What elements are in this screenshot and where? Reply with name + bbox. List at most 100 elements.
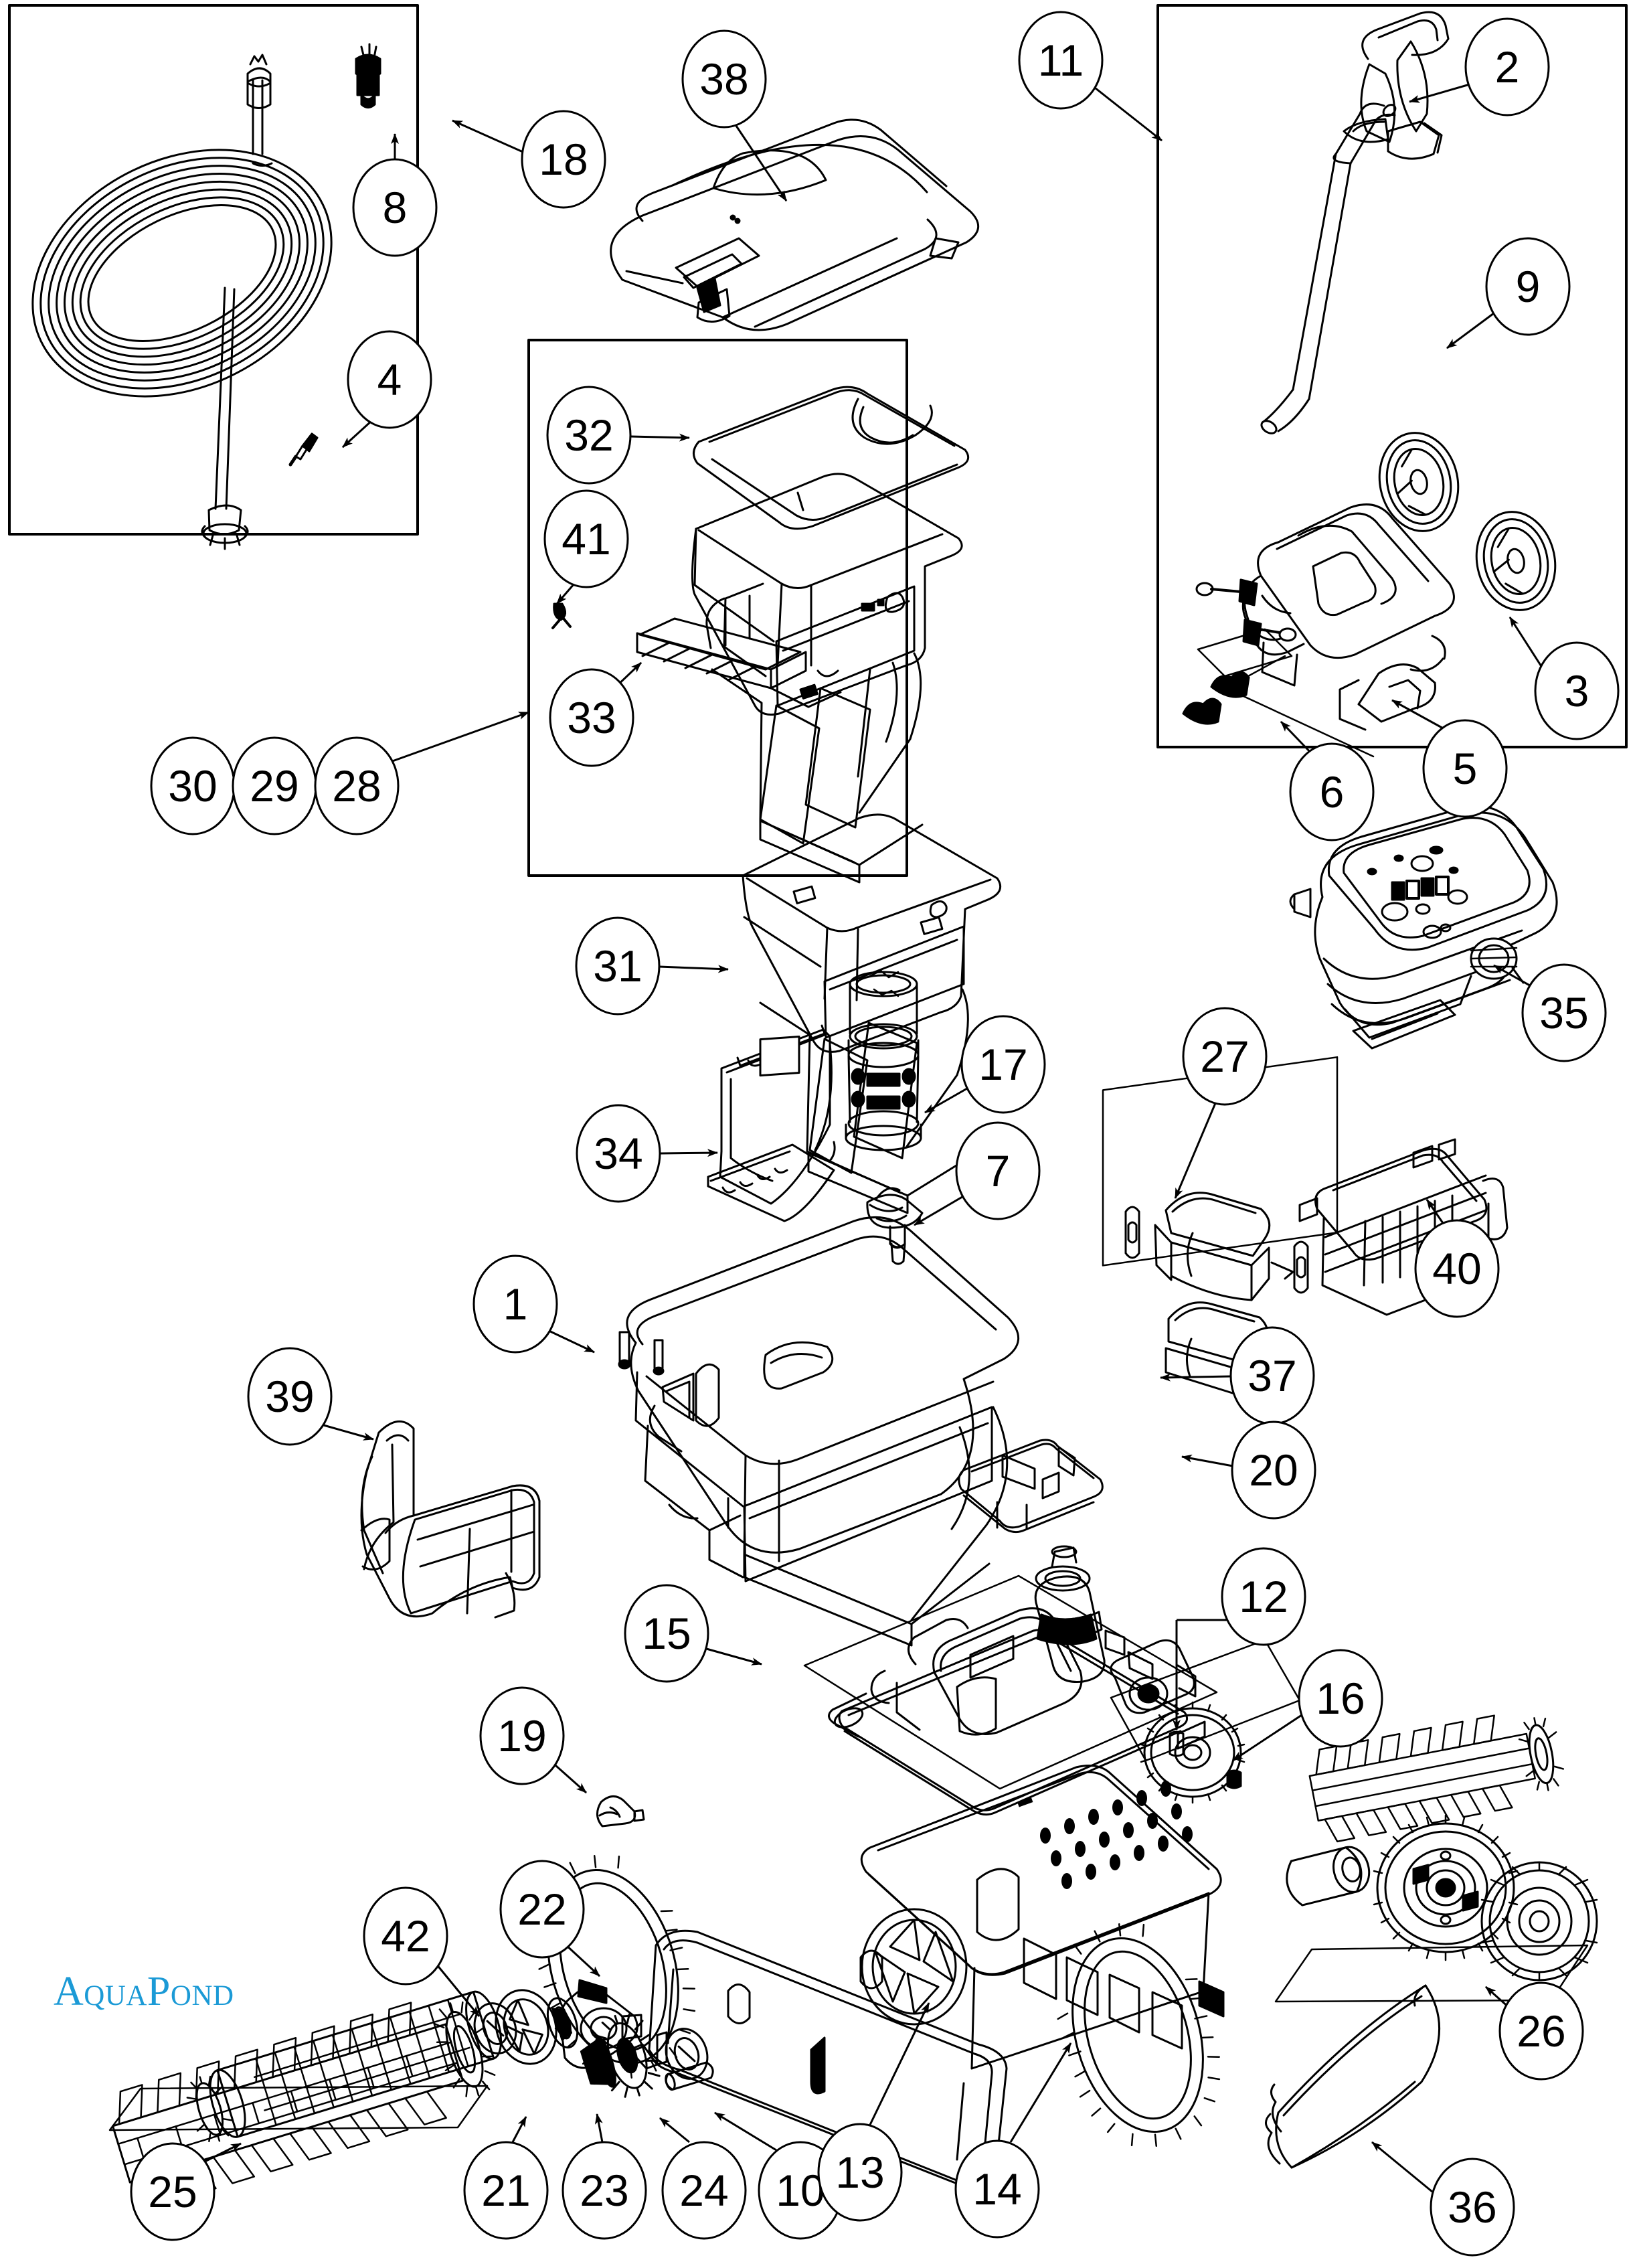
callout-number: 24 [679,2166,728,2215]
callout-bubble [479,1686,565,1785]
callout-bubble [1298,1649,1383,1748]
top-lid-cover [610,118,980,331]
callout-6[interactable]: 6 [1289,742,1375,841]
water-deflector-blade [1265,1984,1441,2169]
callout-31[interactable]: 31 [575,916,661,1016]
callout-bubble [1182,1007,1268,1106]
callout-42[interactable]: 42 [363,1886,448,1986]
callout-number: 13 [835,2148,884,2197]
callout-29[interactable]: 29 [232,736,317,835]
brand-logo: AquaPond [54,1969,234,2014]
callout-number: 41 [562,514,610,564]
callout-32[interactable]: 32 [546,386,632,485]
callout-bubble [1521,963,1607,1062]
callout-bubble [352,158,438,257]
callout-bubble [1221,1547,1306,1646]
leader-lines [200,83,1545,2193]
callout-21[interactable]: 21 [463,2141,549,2240]
callout-28[interactable]: 28 [314,736,400,835]
callout-number: 34 [594,1129,642,1178]
callout-2[interactable]: 2 [1464,17,1550,116]
callout-12[interactable]: 12 [1221,1547,1306,1646]
callout-16[interactable]: 16 [1298,1649,1383,1748]
callout-bubble [1289,742,1375,841]
callout-bubble [954,2139,1040,2239]
callout-1[interactable]: 1 [472,1254,558,1354]
floating-cable-coil [31,54,333,550]
front-bumper [360,1420,541,1619]
callout-40[interactable]: 40 [1414,1219,1500,1318]
callout-36[interactable]: 36 [1430,2158,1515,2257]
drive-track [1057,1923,1221,2148]
callout-number: 29 [250,761,298,811]
callout-8[interactable]: 8 [352,158,438,257]
side-panel [707,1024,836,1222]
filter-flap-grid [636,617,842,708]
screws [618,1331,665,1376]
callout-18[interactable]: 18 [521,110,606,209]
callout-15[interactable]: 15 [624,1584,709,1683]
callout-26[interactable]: 26 [1498,1981,1584,2081]
callout-22[interactable]: 22 [499,1860,585,1959]
callout-number: 7 [986,1146,1011,1196]
callout-number: 27 [1200,1032,1249,1081]
callout-3[interactable]: 3 [1534,641,1620,740]
connector-plug-8 [355,43,381,108]
cable-assembly-box [8,4,419,536]
callout-39[interactable]: 39 [247,1347,333,1446]
callout-17[interactable]: 17 [960,1015,1046,1114]
pinion-gear [580,2013,661,2098]
callout-24[interactable]: 24 [661,2141,747,2240]
callout-33[interactable]: 33 [549,668,634,767]
callout-7[interactable]: 7 [955,1121,1041,1220]
callout-38[interactable]: 38 [681,29,767,129]
retaining-pin-4 [288,432,319,467]
callout-41[interactable]: 41 [543,489,629,588]
callout-number: 2 [1495,42,1520,92]
latch-hook [596,1795,645,1828]
callout-35[interactable]: 35 [1521,963,1607,1062]
callout-bubble [562,2141,647,2240]
callout-19[interactable]: 19 [479,1686,565,1785]
caddy-handle-tube [1260,102,1397,434]
callout-number: 19 [497,1711,546,1761]
callout-bubble [472,1254,558,1354]
callout-14[interactable]: 14 [954,2139,1040,2239]
callout-bubble [817,2123,903,2222]
caddy-wheel-rear [1378,432,1460,532]
callout-number: 22 [517,1884,566,1934]
callout-bubble [463,2141,549,2240]
callout-13[interactable]: 13 [817,2123,903,2222]
callout-bubble [1485,237,1571,336]
callout-bubble [521,110,606,209]
axle-pin [665,2061,714,2091]
callout-number: 15 [642,1609,691,1658]
bearing-ring-2 [665,2028,709,2080]
filter-cartridge [845,969,922,1151]
callout-number: 20 [1249,1445,1298,1495]
callout-20[interactable]: 20 [1231,1421,1316,1520]
callout-11[interactable]: 11 [1018,11,1104,110]
callout-number: 14 [972,2164,1021,2214]
callout-bubble [499,1860,585,1959]
callout-bubble [661,2141,747,2240]
motor-drive-block [803,1545,1218,1816]
callout-number: 42 [381,1911,430,1961]
callout-bubble [1498,1981,1584,2081]
callout-25[interactable]: 25 [130,2142,216,2241]
callout-bubble [314,736,400,835]
callout-4[interactable]: 4 [347,330,432,429]
callout-30[interactable]: 30 [150,736,236,835]
callout-number: 23 [580,2166,628,2215]
callout-bubble [960,1015,1046,1114]
callout-34[interactable]: 34 [576,1104,661,1203]
callout-number: 6 [1320,767,1345,817]
callout-9[interactable]: 9 [1485,237,1571,336]
callout-23[interactable]: 23 [562,2141,647,2240]
callout-37[interactable]: 37 [1229,1326,1315,1425]
callout-5[interactable]: 5 [1422,719,1508,818]
spring-clip [551,602,572,629]
callout-27[interactable]: 27 [1182,1007,1268,1106]
callout-number: 40 [1432,1244,1481,1293]
